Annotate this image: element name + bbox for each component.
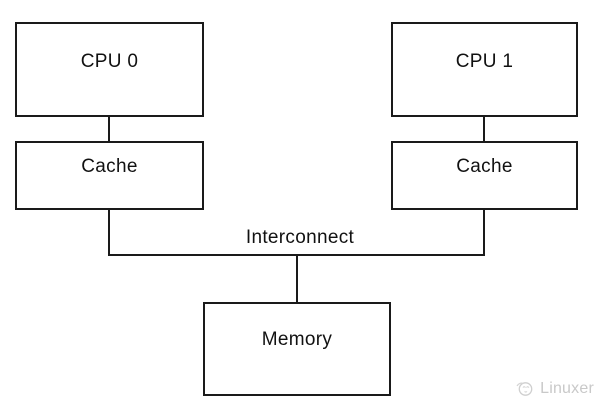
node-memory-label: Memory bbox=[261, 329, 333, 350]
connector-cpu0-cache0 bbox=[108, 117, 110, 141]
connector-interconnect-memory bbox=[296, 256, 298, 302]
connector-cache1-interconnect bbox=[483, 210, 485, 256]
watermark: Linuxer bbox=[514, 378, 594, 399]
node-cache1-label: Cache bbox=[456, 156, 513, 177]
node-cpu0-label: CPU 0 bbox=[80, 51, 139, 72]
node-cpu1: CPU 1 bbox=[391, 22, 578, 117]
node-cache0: Cache bbox=[15, 141, 204, 210]
node-cpu0: CPU 0 bbox=[15, 22, 204, 117]
node-cache0-label: Cache bbox=[81, 156, 138, 177]
interconnect-label: Interconnect bbox=[245, 227, 355, 248]
connector-cache0-interconnect bbox=[108, 210, 110, 256]
linuxer-logo-icon bbox=[514, 378, 535, 399]
node-cache1: Cache bbox=[391, 141, 578, 210]
node-cpu1-label: CPU 1 bbox=[455, 51, 514, 72]
interconnect-bus-line bbox=[108, 254, 485, 256]
connector-cpu1-cache1 bbox=[483, 117, 485, 141]
watermark-text: Linuxer bbox=[540, 379, 594, 397]
node-memory: Memory bbox=[203, 302, 391, 396]
